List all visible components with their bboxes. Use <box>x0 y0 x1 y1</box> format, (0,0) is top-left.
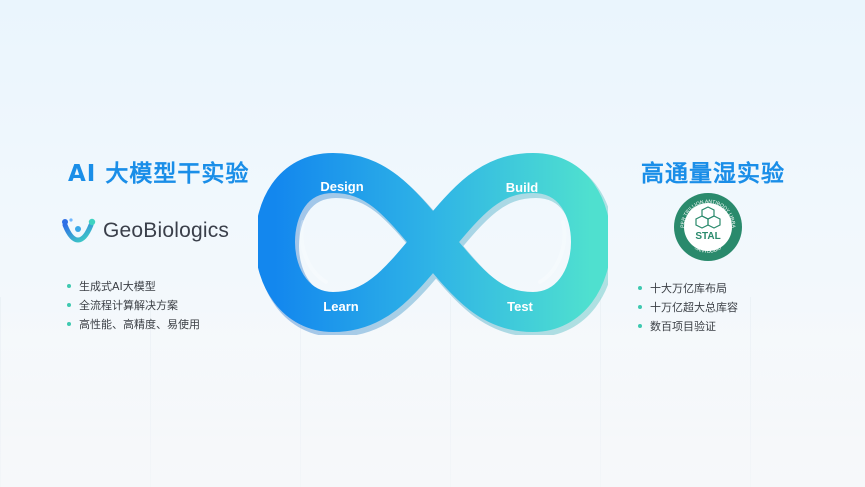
geobiologics-logo-text: GeoBiologics <box>103 219 230 242</box>
list-item: 十大万亿库布局 <box>638 279 738 298</box>
list-item: 生成式AI大模型 <box>67 277 200 296</box>
stal-center-text: STAL <box>695 231 720 242</box>
list-item: 全流程计算解决方案 <box>67 296 200 315</box>
left-bullet-list: 生成式AI大模型 全流程计算解决方案 高性能、高精度、易使用 <box>67 277 200 334</box>
cycle-label-build: Build <box>506 180 539 195</box>
geobiologics-logo-icon <box>62 218 96 243</box>
list-item: 数百项目验证 <box>638 317 738 336</box>
list-item: 十万亿超大总库容 <box>638 298 738 317</box>
dbtl-infinity-loop: Design Build Learn Test <box>258 152 608 335</box>
stal-logo-icon: STAL SUPER TRILLION ANTIBODY LIBRARY SAN… <box>672 191 742 261</box>
infinity-band <box>258 152 608 333</box>
cycle-label-test: Test <box>507 299 533 314</box>
cycle-label-learn: Learn <box>323 299 358 314</box>
cycle-label-design: Design <box>320 179 363 194</box>
left-panel-title: AI 大模型干实验 <box>68 161 250 187</box>
right-bullet-list: 十大万亿库布局 十万亿超大总库容 数百项目验证 <box>638 279 738 336</box>
stal-ring-bottom-text: SANYOUBIO <box>693 245 723 255</box>
geobiologics-logo: GeoBiologics <box>61 216 229 246</box>
right-panel-title: 高通量湿实验 <box>641 161 785 187</box>
list-item: 高性能、高精度、易使用 <box>67 315 200 334</box>
